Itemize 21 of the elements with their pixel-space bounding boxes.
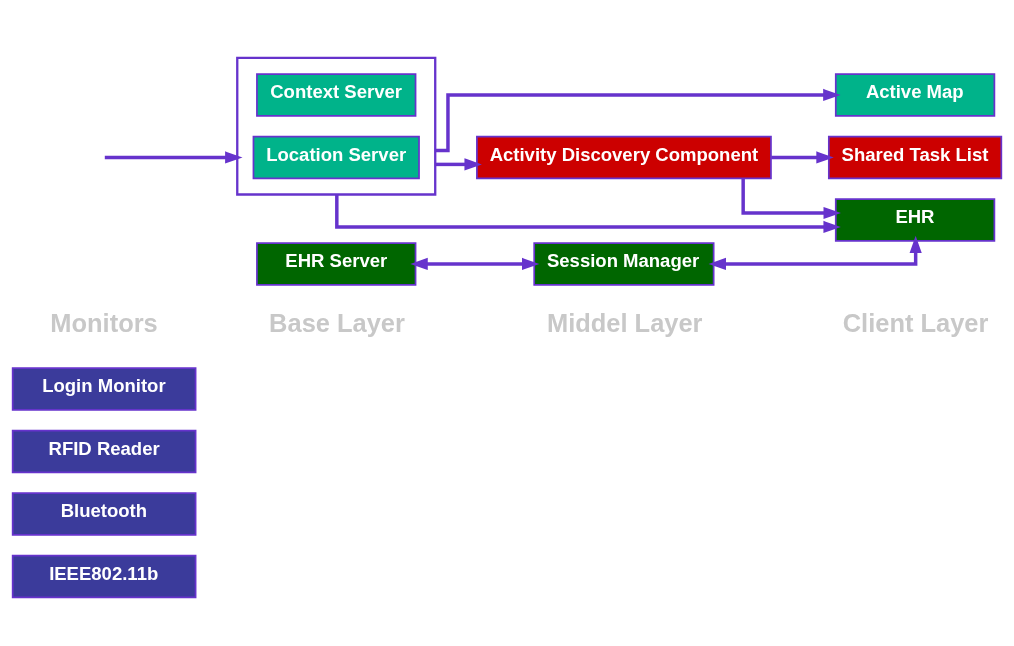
arrow bbox=[708, 235, 922, 271]
node-box: Session Manager bbox=[533, 242, 715, 286]
node-box: Location Server bbox=[252, 135, 420, 180]
node-box: Login Monitor bbox=[11, 367, 197, 411]
arrow bbox=[410, 257, 540, 271]
arrow bbox=[335, 194, 841, 233]
node-box: RFID Reader bbox=[11, 429, 197, 474]
node-box: Shared Task List bbox=[827, 135, 1003, 180]
node-box: Active Map bbox=[834, 73, 996, 117]
node-box: EHR Server bbox=[256, 242, 417, 286]
node-box: Activity Discovery Component bbox=[476, 135, 772, 180]
arrow bbox=[771, 151, 834, 164]
arrow bbox=[435, 158, 482, 171]
node-box: EHR bbox=[834, 198, 996, 242]
cluster bbox=[236, 56, 437, 196]
arrow bbox=[741, 178, 841, 220]
node-box: IEEE802.11b bbox=[11, 554, 197, 599]
node-box: Bluetooth bbox=[11, 492, 197, 536]
node-box: Context Server bbox=[256, 73, 417, 117]
arrow bbox=[435, 88, 841, 153]
arrow bbox=[104, 151, 243, 164]
